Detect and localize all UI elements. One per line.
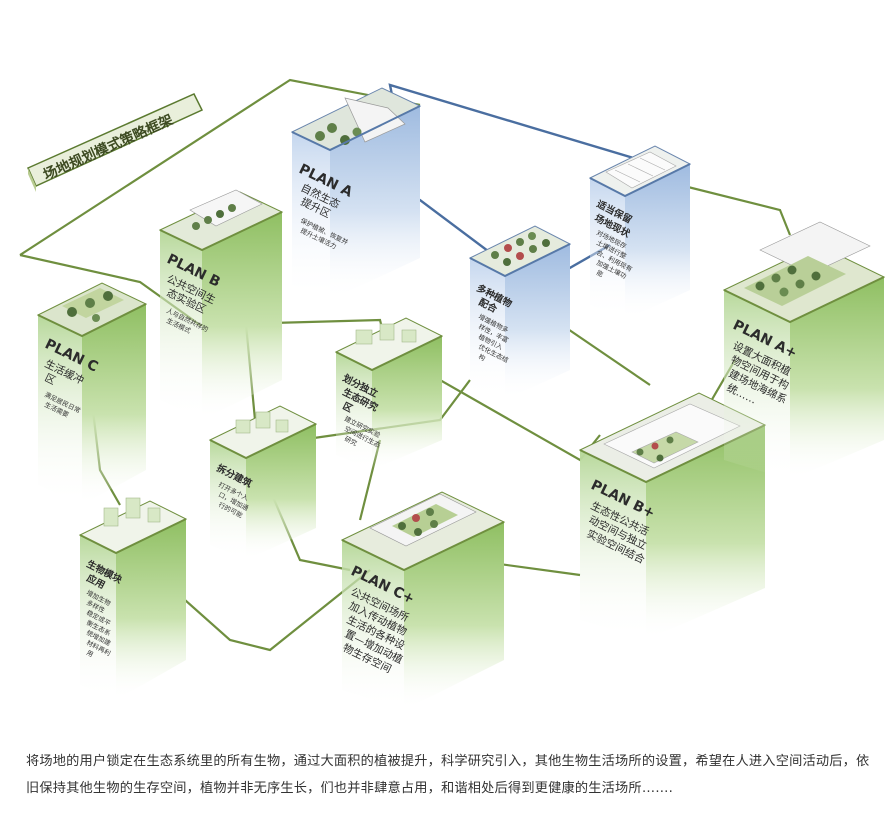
plan-c-title-2: 区 bbox=[43, 372, 58, 387]
split-model bbox=[235, 411, 289, 434]
plants-desc-5: 构 bbox=[477, 352, 487, 363]
link-a-to-preserve bbox=[388, 83, 641, 162]
module-model bbox=[103, 497, 161, 527]
diagram-title: 场地规划模式策略框架 bbox=[41, 111, 176, 183]
node-plan-b: PLAN B 公共空间生 态实验区 人与自然共存的 生活模式 bbox=[158, 189, 284, 420]
node-research: 划分独立 生态研究 区 建立研究实验 空间进行生态 研究 bbox=[334, 317, 444, 470]
link-preserve-to-aplus bbox=[659, 178, 792, 236]
node-plants: 多种植物 配合 增强植物多 样性，丰富 植物引入 优化生态结 构 bbox=[468, 225, 572, 400]
node-plan-a: PLAN A 自然生态 提升区 保护植被、恢复并 提升土壤活力 bbox=[290, 87, 422, 300]
plants-model bbox=[491, 232, 550, 266]
module-desc-7: 用 bbox=[85, 649, 94, 659]
research-model bbox=[355, 323, 417, 345]
node-plan-c: PLAN C 生活缓冲 区 满足居民日常 生活需要 bbox=[36, 282, 148, 505]
node-plan-c-plus: PLAN C+ 公共空间场所 加入传动植物 生活的各种设 置—增加动植 物生存空… bbox=[341, 491, 506, 710]
plan-c-plus-model bbox=[369, 493, 477, 547]
plan-b-plus-model bbox=[603, 403, 741, 469]
node-split: 拆分建筑 打开多个入 口，增加通 行的可能 bbox=[208, 405, 318, 560]
node-plan-b-plus: PLAN B+ 生态性公共活 动空间与独立 实验空间结合 bbox=[578, 392, 767, 640]
caption-text: 将场地的用户锁定在生态系统里的所有生物，通过大面积的植被提升，科学研究引入，其他… bbox=[26, 754, 870, 796]
node-plan-a-plus: PLAN A+ 设置大面积植 物空间用于构 建场地海绵系 统…… bbox=[722, 221, 886, 480]
plan-a-model bbox=[315, 97, 406, 145]
preserve-model bbox=[605, 151, 677, 189]
node-preserve: 适当保留 场地现状 对场地现存 土壤进行整 合、利用现有 加强土壤功 能 bbox=[588, 145, 692, 320]
plan-b-model bbox=[189, 189, 263, 230]
node-module: 生物模块 应用 增加生物 多样性 稳定或平 衡生态系 统增加建 材料再利 用 bbox=[78, 497, 188, 700]
preserve-desc-5: 能 bbox=[595, 268, 605, 279]
plan-a-plus-model bbox=[744, 221, 871, 306]
title-banner: 场地规划模式策略框架 bbox=[27, 93, 204, 192]
plan-c-model bbox=[62, 288, 124, 322]
